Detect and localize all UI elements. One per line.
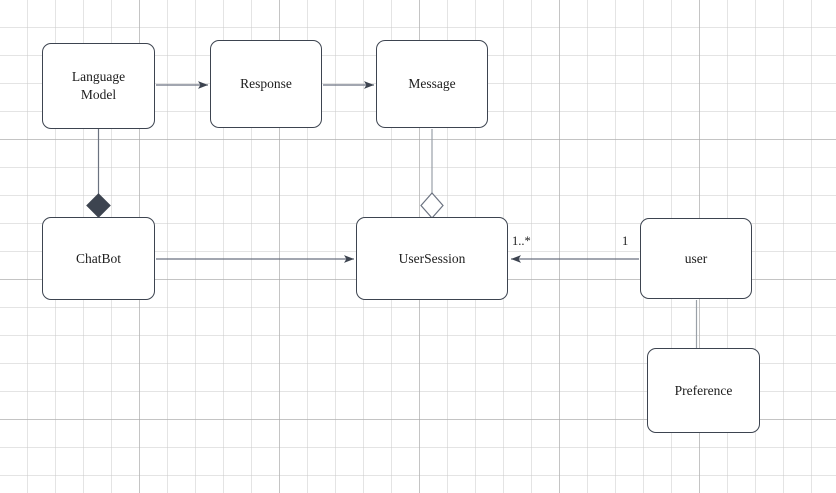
node-chatbot[interactable]: ChatBot xyxy=(42,217,155,300)
multiplicity-label-usersession: 1..* xyxy=(512,234,531,248)
node-label-response: Response xyxy=(240,76,292,92)
multiplicity-label-user: 1 xyxy=(622,234,629,248)
node-user[interactable]: user xyxy=(640,218,752,299)
edge-language-model-to-chatbot xyxy=(86,129,111,218)
node-preference[interactable]: Preference xyxy=(647,348,760,433)
node-label-user: user xyxy=(684,250,708,266)
node-message[interactable]: Message xyxy=(376,40,488,128)
edge-message-to-usersession xyxy=(420,129,444,219)
node-usersession[interactable]: UserSession xyxy=(356,217,508,300)
node-label-usersession: UserSession xyxy=(398,250,466,266)
node-label-message: Message xyxy=(408,76,456,92)
node-label-preference: Preference xyxy=(674,382,733,398)
node-label-chatbot: ChatBot xyxy=(75,250,121,266)
node-language-model[interactable]: Language Model xyxy=(42,43,155,129)
node-label-language-model: Language Model xyxy=(71,69,126,102)
node-response[interactable]: Response xyxy=(210,40,322,128)
open-diamond-icon xyxy=(420,192,444,219)
filled-diamond-icon xyxy=(86,193,111,218)
